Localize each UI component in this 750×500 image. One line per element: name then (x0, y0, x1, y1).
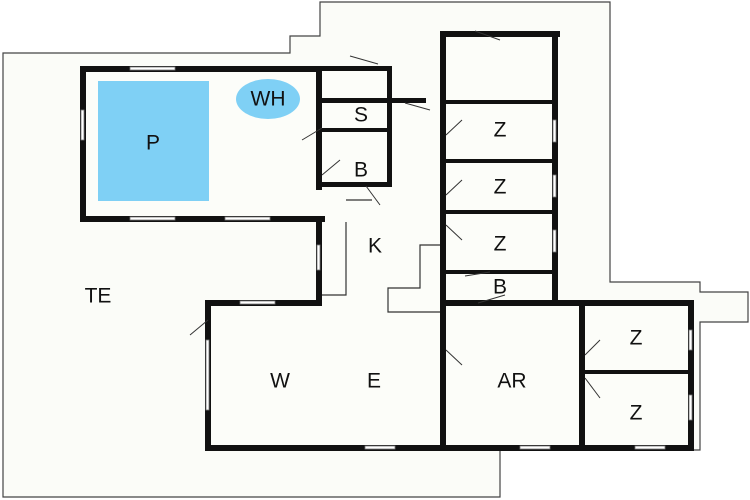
windows (80, 66, 693, 450)
pool-basin (98, 81, 209, 201)
room-label-bedroom-4: Z (630, 327, 643, 350)
room-label-sauna: S (354, 104, 368, 127)
interior-fills (80, 33, 692, 448)
room-labels: P WH S B K TE W E Z Z Z B AR Z Z (85, 88, 643, 425)
room-label-pool: P (146, 132, 160, 155)
room-label-living: W (270, 370, 290, 393)
room-label-bedroom-3: Z (494, 233, 507, 256)
room-label-utility: AR (497, 370, 526, 393)
room-label-bedroom-2: Z (494, 176, 507, 199)
room-label-terrace: TE (85, 285, 112, 308)
room-label-whirlpool: WH (251, 88, 286, 111)
room-label-bath-1: B (354, 159, 368, 182)
interior-lines (322, 199, 440, 313)
room-label-bath-2: B (493, 276, 507, 299)
whirlpool-tub (236, 79, 300, 119)
room-label-bedroom-1: Z (494, 119, 507, 142)
room-label-dining: E (367, 370, 381, 393)
doors (189, 30, 601, 399)
room-label-kitchen: K (368, 235, 382, 258)
room-label-bedroom-5: Z (630, 402, 643, 425)
